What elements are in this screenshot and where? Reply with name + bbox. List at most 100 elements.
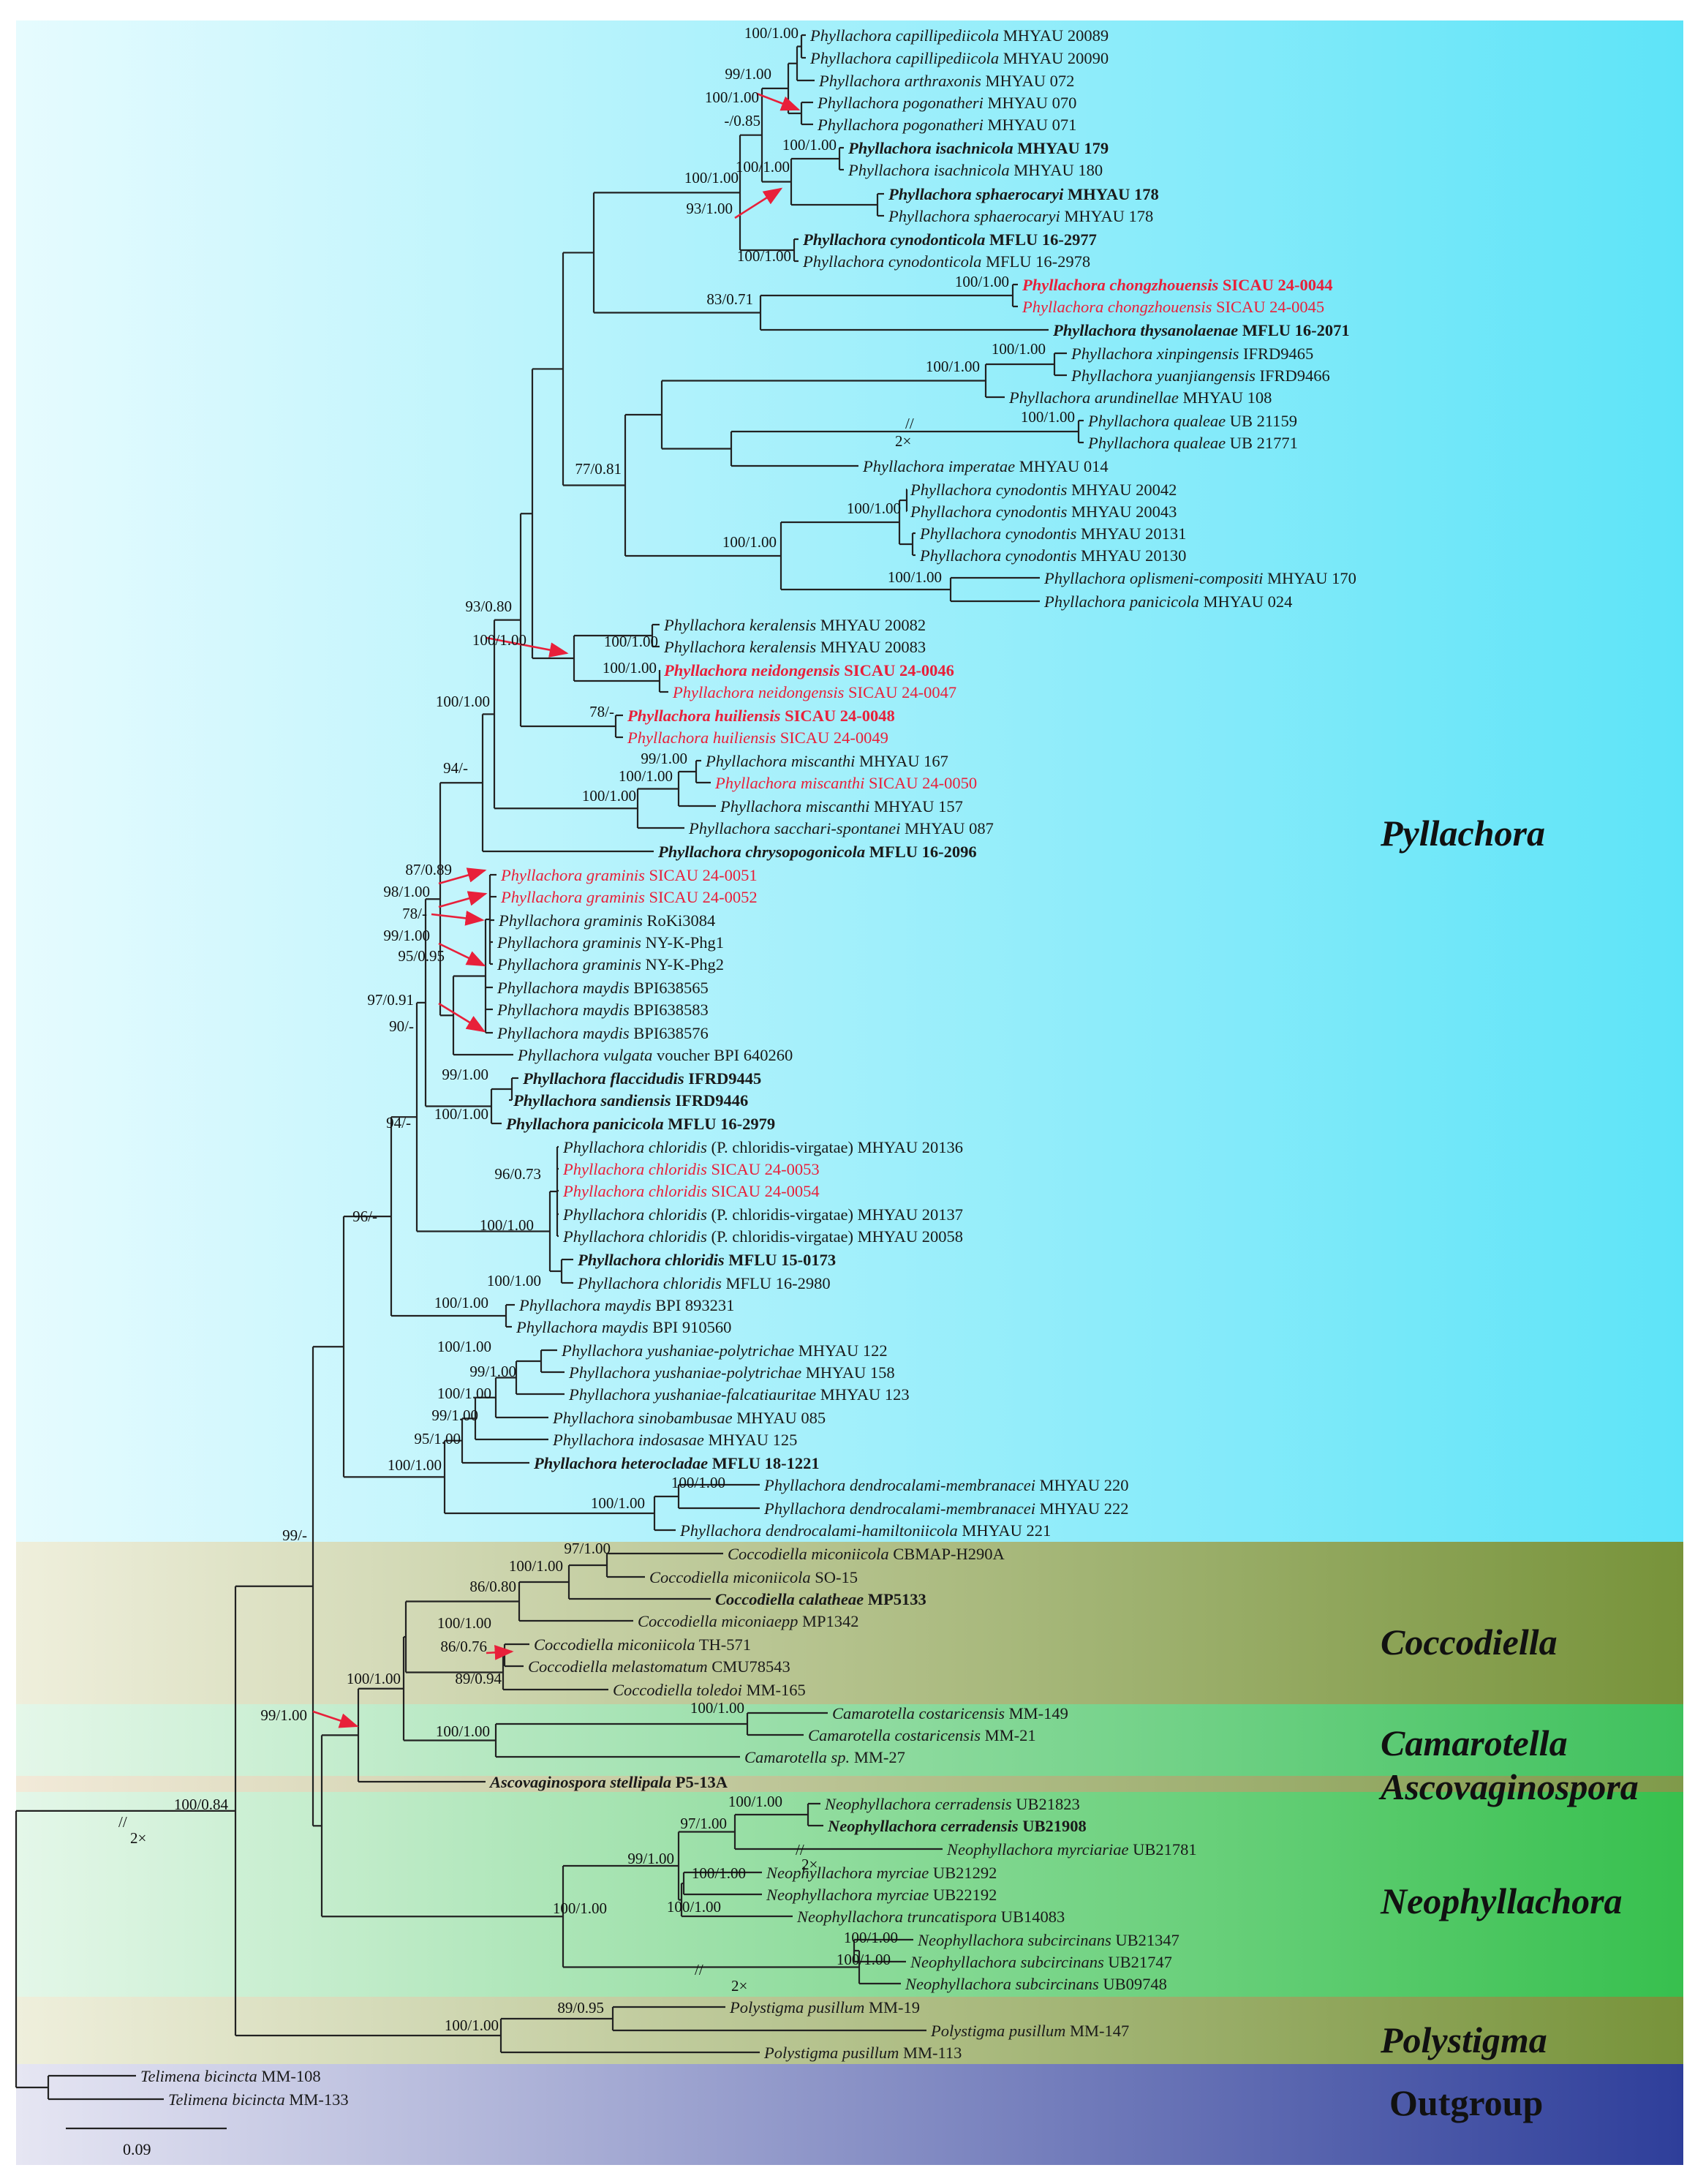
taxon-label: Phyllachora cynodonticola MFLU 16-2977 <box>802 230 1097 249</box>
taxon-label: Phyllachora isachnicola MHYAU 180 <box>848 161 1103 179</box>
taxon-label: Neophyllachora subcircinans UB09748 <box>905 1975 1167 1993</box>
taxon-label: Phyllachora pogonatheri MHYAU 071 <box>817 116 1076 134</box>
taxon-label: Phyllachora huiliensis SICAU 24-0049 <box>627 728 888 747</box>
taxon-label: Coccodiella miconiaepp MP1342 <box>638 1612 859 1630</box>
taxon-label: Telimena bicincta MM-133 <box>168 2090 349 2109</box>
taxon-label: Phyllachora cynodontis MHYAU 20131 <box>919 524 1186 543</box>
taxon-label: Phyllachora pogonatheri MHYAU 070 <box>817 94 1076 112</box>
taxon-label: Phyllachora chloridis MFLU 16-2980 <box>577 1274 831 1292</box>
taxon-label: Phyllachora chloridis MFLU 15-0173 <box>577 1251 836 1269</box>
taxon-label: Phyllachora yushaniae-polytrichae MHYAU … <box>561 1341 888 1360</box>
support-value: 94/- <box>386 1114 411 1131</box>
taxon-label: Phyllachora vulgata voucher BPI 640260 <box>517 1046 793 1064</box>
taxon-label: Phyllachora graminis NY-K-Phg2 <box>497 955 724 974</box>
support-value: 87/0.89 <box>405 861 452 878</box>
support-value: 100/1.00 <box>684 169 739 187</box>
clade-bands <box>16 20 1683 2165</box>
taxon-label: Phyllachora yuanjiangensis IFRD9466 <box>1071 366 1330 385</box>
taxon-label: Phyllachora panicicola MHYAU 024 <box>1043 592 1292 611</box>
support-value: 100/1.00 <box>744 24 799 42</box>
branch-break-mark: // <box>905 415 914 432</box>
taxon-label: Phyllachora graminis NY-K-Phg1 <box>497 933 724 952</box>
taxon-label: Neophyllachora myrciariae UB21781 <box>946 1840 1197 1859</box>
support-value: 99/1.00 <box>442 1066 488 1083</box>
taxon-label: Phyllachora yushaniae-polytrichae MHYAU … <box>568 1363 895 1382</box>
support-value: 100/1.00 <box>509 1557 563 1575</box>
scale-bar-label: 0.09 <box>123 2140 151 2158</box>
support-value: 100/1.00 <box>437 1385 491 1402</box>
clade-label-polystigma: Polystigma <box>1380 2019 1547 2060</box>
taxon-label: Phyllachora sphaerocaryi MHYAU 178 <box>888 207 1153 225</box>
support-value: 100/1.00 <box>591 1494 645 1512</box>
taxon-label: Phyllachora neidongensis SICAU 24-0047 <box>672 683 956 701</box>
support-value: 96/- <box>352 1208 377 1225</box>
taxon-label: Phyllachora miscanthi MHYAU 157 <box>720 797 963 816</box>
support-value: 100/1.00 <box>722 533 777 551</box>
support-value: 100/1.00 <box>692 1864 746 1882</box>
taxon-label: Phyllachora maydis BPI638565 <box>497 979 709 997</box>
clade-label-ascovaginospora: Ascovaginospora <box>1378 1766 1639 1807</box>
support-arrow <box>438 1002 486 1033</box>
support-value: 99/1.00 <box>725 65 771 83</box>
support-value: 100/1.00 <box>728 1793 782 1810</box>
taxon-label: Neophyllachora cerradensis UB21823 <box>824 1795 1080 1813</box>
support-value: 100/1.00 <box>847 500 901 517</box>
taxon-label: Phyllachora arundinellae MHYAU 108 <box>1008 388 1272 407</box>
support-value: 100/1.00 <box>705 89 759 106</box>
support-value: 100/1.00 <box>736 158 790 176</box>
support-value: 100/1.00 <box>472 631 526 649</box>
support-value: 95/0.95 <box>398 947 445 965</box>
taxon-label: Phyllachora heterocladae MFLU 18-1221 <box>533 1454 820 1472</box>
taxon-label: Phyllachora maydis BPI 893231 <box>518 1296 734 1314</box>
taxon-label: Phyllachora chloridis (P. chloridis-virg… <box>562 1205 963 1224</box>
support-value: 100/1.00 <box>837 1951 891 1968</box>
taxon-label: Polystigma pusillum MM-19 <box>729 1998 920 2017</box>
taxon-label: Phyllachora cynodontis MHYAU 20042 <box>910 481 1177 499</box>
taxon-label: Phyllachora indosasae MHYAU 125 <box>552 1431 797 1449</box>
branch-break-mark: // <box>118 1813 127 1831</box>
taxon-label: Polystigma pusillum MM-147 <box>930 2022 1129 2040</box>
taxon-label: Neophyllachora myrciae UB22192 <box>766 1886 997 1904</box>
support-value: 99/1.00 <box>431 1407 478 1424</box>
taxon-label: Phyllachora dendrocalami-membranacei MHY… <box>763 1476 1128 1494</box>
support-value: 99/1.00 <box>469 1363 516 1380</box>
support-value: 100/1.00 <box>737 247 791 265</box>
taxon-label: Phyllachora flaccidudis IFRD9445 <box>522 1069 761 1088</box>
support-values: 100/1.0099/1.00100/1.00-/0.85100/1.00100… <box>118 24 1075 2034</box>
support-value: 77/0.81 <box>575 460 622 478</box>
support-value: 100/1.00 <box>690 1699 744 1717</box>
support-value: 100/1.00 <box>844 1929 898 1946</box>
support-value: 100/1.00 <box>445 2017 499 2034</box>
support-value: 99/1.00 <box>641 750 687 767</box>
support-arrow <box>438 867 487 885</box>
taxon-label: Coccodiella toledoi MM-165 <box>613 1681 806 1699</box>
support-value: 93/0.80 <box>465 598 512 615</box>
support-arrow <box>734 187 783 219</box>
taxon-label: Phyllachora cynodontis MHYAU 20130 <box>919 546 1186 565</box>
taxon-label: Phyllachora dendrocalami-membranacei MHY… <box>763 1499 1128 1518</box>
support-value: 89/0.94 <box>455 1670 502 1687</box>
branch-break-multiplier: 2× <box>130 1829 146 1847</box>
taxon-label: Neophyllachora subcircinans UB21347 <box>917 1931 1179 1949</box>
support-arrow <box>756 92 801 111</box>
clade-band-neophyllachora <box>16 1792 1683 1997</box>
clade-band-coccodiella <box>16 1542 1683 1704</box>
taxon-label: Phyllachora xinpingensis IFRD9465 <box>1071 344 1313 363</box>
support-value: 97/0.91 <box>367 991 414 1009</box>
taxon-label: Phyllachora arthraxonis MHYAU 072 <box>818 72 1074 90</box>
support-value: 100/1.00 <box>437 1614 491 1632</box>
support-value: 100/1.00 <box>603 659 657 677</box>
support-value: 100/1.00 <box>782 136 837 154</box>
support-value: 100/1.00 <box>582 787 636 805</box>
support-value: -/0.85 <box>724 112 760 129</box>
support-value: 94/- <box>443 759 468 777</box>
taxon-label: Phyllachora sacchari-spontanei MHYAU 087 <box>688 819 994 837</box>
support-value: 100/1.00 <box>388 1456 442 1474</box>
branch-break-multiplier: 2× <box>895 432 911 450</box>
taxon-label: Phyllachora huiliensis SICAU 24-0048 <box>627 707 895 725</box>
taxon-label: Camarotella costaricensis MM-21 <box>808 1726 1036 1744</box>
clade-label-camarotella: Camarotella <box>1381 1722 1568 1763</box>
taxon-label: Phyllachora neidongensis SICAU 24-0046 <box>663 661 954 679</box>
support-arrow <box>438 891 488 908</box>
support-value: 100/0.84 <box>174 1796 229 1813</box>
